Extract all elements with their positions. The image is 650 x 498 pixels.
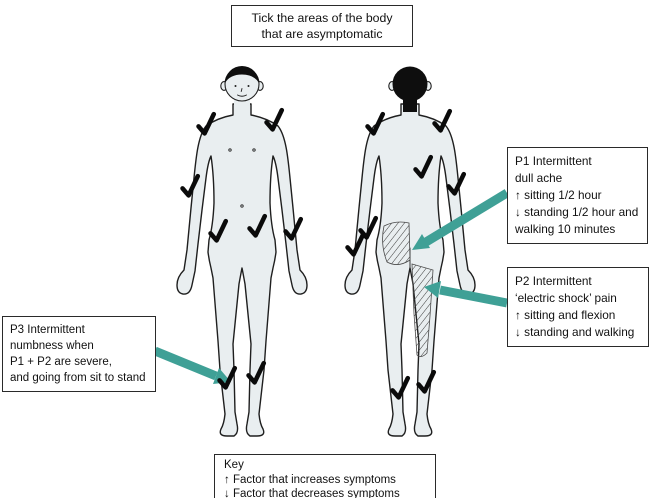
- key-line: ↑ Factor that increases symptoms: [224, 473, 396, 486]
- p1-line: ↑ sitting 1/2 hour: [515, 188, 602, 202]
- key-box: Key ↑ Factor that increases symptoms ↓ F…: [214, 454, 436, 498]
- nose: [240, 88, 243, 92]
- p3-line: P1 + P2 are severe,: [10, 356, 112, 368]
- front-hair: [225, 66, 259, 83]
- front-body-figure: [176, 66, 308, 437]
- p3-line: numbness when: [10, 340, 94, 352]
- p2-arrow-head: [424, 281, 441, 298]
- p3-arrow-shaft: [153, 346, 218, 381]
- p3-line: and going from sit to stand: [10, 372, 146, 384]
- p2-line: P2 Intermittent: [515, 274, 592, 288]
- back-body-outline: [344, 103, 476, 437]
- p1-line: dull ache: [515, 171, 563, 185]
- p2-line: ↑ sitting and flexion: [515, 308, 616, 322]
- p1-line: ↓ standing 1/2 hour and: [515, 205, 639, 219]
- p3-line: P3 Intermittent: [10, 324, 85, 336]
- key-line: ↓ Factor that decreases symptoms: [224, 488, 400, 498]
- p1-pain-area-hatch: [382, 221, 411, 265]
- navel: [240, 204, 244, 208]
- p2-arrow: [424, 281, 508, 308]
- p1-annotation-box: P1 Intermittent dull ache ↑ sitting 1/2 …: [507, 147, 648, 244]
- right-nipple: [252, 148, 256, 152]
- front-body-outline: [176, 103, 308, 437]
- back-body-figure: [344, 66, 476, 437]
- left-nipple: [228, 148, 232, 152]
- instruction-line: that are asymptomatic: [261, 27, 383, 41]
- p3-annotation-box: P3 Intermittent numbness when P1 + P2 ar…: [2, 316, 156, 392]
- p2-annotation-box: P2 Intermittent ‘electric shock’ pain ↑ …: [507, 267, 649, 347]
- right-eye: [247, 85, 250, 87]
- left-eye: [234, 85, 237, 87]
- instruction-box: Tick the areas of the body that are asym…: [231, 5, 413, 47]
- instruction-line: Tick the areas of the body: [251, 11, 393, 25]
- p2-line: ↓ standing and walking: [515, 325, 635, 339]
- back-head: [392, 66, 428, 102]
- p1-arrow-shaft: [423, 189, 510, 246]
- p2-line: ‘electric shock’ pain: [515, 291, 617, 305]
- p2-arrow-shaft: [439, 285, 508, 308]
- mouth: [237, 94, 247, 97]
- p1-line: walking 10 minutes: [515, 222, 616, 236]
- front-neck: [234, 99, 250, 105]
- p1-line: P1 Intermittent: [515, 154, 592, 168]
- key-title: Key: [224, 459, 244, 471]
- p1-arrow: [412, 189, 510, 250]
- p1-arrow-head: [412, 234, 430, 250]
